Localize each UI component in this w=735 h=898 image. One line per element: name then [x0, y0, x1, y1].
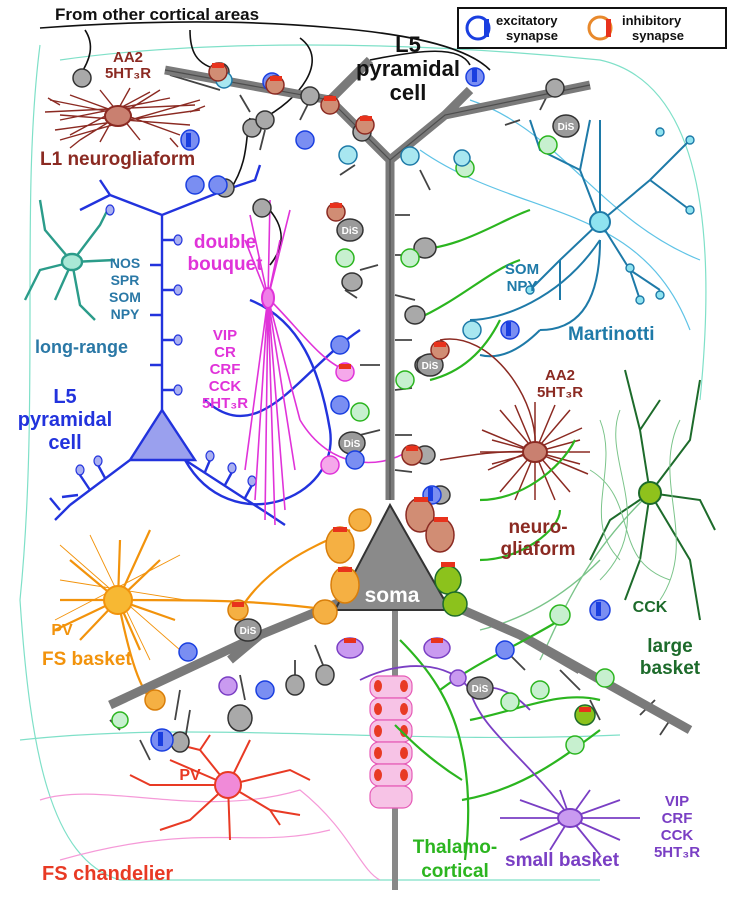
long-range-marker: SOM [109, 289, 141, 305]
small-basket-marker: CCK [661, 827, 694, 844]
fs-basket-label: FS basket [42, 649, 132, 670]
legend-excitatory-line2: synapse [506, 28, 558, 43]
martinotti-cell [469, 119, 695, 358]
long-range-marker: NOS [110, 255, 140, 271]
synapse-boutons [72, 62, 615, 755]
dis-label: DiS [558, 122, 575, 133]
long-range-markers: NOS SPR SOM NPY [109, 255, 141, 322]
labels: From other cortical areas excitatory syn… [18, 5, 727, 885]
main-cell-label-line1: L5 [395, 32, 421, 57]
dis-label: DiS [344, 439, 361, 450]
thalamocortical-label-line2: cortical [421, 861, 489, 882]
inhibitory-synapse-icon [587, 15, 613, 41]
fs-chandelier-label: FS chandelier [42, 863, 173, 885]
large-basket-marker: CCK [633, 599, 668, 616]
neurogliaform-label-line1: neuro- [508, 517, 567, 538]
fs-chandelier-marker: PV [179, 767, 201, 784]
legend-inhibitory-line1: inhibitory [622, 13, 682, 28]
from-other-cortical-areas-label: From other cortical areas [55, 5, 259, 24]
left-pyramidal-spines [75, 204, 257, 487]
long-range-label: long-range [35, 337, 128, 357]
double-bouquet-marker: VIP [213, 327, 237, 344]
double-bouquet-label-line1: double [194, 232, 256, 253]
double-bouquet-markers: VIP CR CRF CCK 5HT₃R [202, 327, 248, 412]
fs-basket-marker: PV [51, 622, 73, 639]
l1-neurogliaform-cell [44, 87, 206, 149]
double-bouquet-marker: CR [214, 344, 236, 361]
thalamocortical-axon [394, 208, 601, 861]
dis-label: DiS [342, 226, 359, 237]
dis-label: DiS [472, 684, 489, 695]
thalamocortical-label-line1: Thalamo- [413, 837, 497, 858]
main-cell-label-line2: pyramidal [356, 56, 460, 81]
large-basket-label-line1: large [647, 636, 692, 657]
legend-inhibitory-line2: synapse [632, 28, 684, 43]
chandelier-cell [129, 675, 413, 841]
l1-neurogliaform-label: L1 neurogliaform [40, 149, 195, 170]
martinotti-marker-som: SOM [505, 261, 539, 278]
neurogliaform-marker-5ht3r: 5HT₃R [537, 384, 583, 401]
legend-excitatory-line1: excitatory [496, 13, 558, 28]
dis-label: DiS [240, 626, 257, 637]
left-pyramidal-label-line2: pyramidal [18, 409, 112, 431]
double-bouquet-marker: CCK [209, 378, 242, 395]
soma-label: soma [365, 584, 420, 607]
long-range-marker: NPY [111, 306, 140, 322]
small-basket-label: small basket [505, 850, 620, 871]
double-bouquet-cell [244, 199, 411, 526]
long-range-cell [23, 199, 116, 321]
martinotti-label: Martinotti [568, 324, 655, 345]
left-pyramidal-label-line1: L5 [53, 386, 76, 408]
martinotti-marker-npy: NPY [507, 278, 538, 295]
neurogliaform-marker-aa2: AA2 [545, 367, 575, 384]
neurogliaform-label-line2: gliaform [501, 539, 576, 560]
small-basket-marker: 5HT₃R [654, 844, 700, 861]
long-range-marker: SPR [111, 272, 140, 288]
main-cell-label-line3: cell [390, 80, 427, 105]
double-bouquet-label-line2: bouquet [188, 254, 264, 275]
dis-labels: DiS DiS DiS DiS DiS DiS [240, 122, 575, 695]
l1-neurogliaform-marker-5ht3r: 5HT₃R [105, 65, 151, 82]
fs-basket-cell [54, 529, 351, 706]
double-bouquet-marker: 5HT₃R [202, 395, 248, 412]
cortical-input-axons [39, 21, 491, 266]
small-basket-markers: VIP CRF CCK 5HT₃R [654, 793, 700, 861]
excitatory-synapse-icon [465, 15, 491, 41]
neurogliaform-cell [439, 338, 590, 501]
dis-label: DiS [422, 361, 439, 372]
small-basket-marker: CRF [662, 810, 693, 827]
legend: excitatory synapse inhibitory synapse [457, 7, 727, 49]
large-basket-label-line2: basket [640, 658, 701, 679]
small-basket-marker: VIP [665, 793, 689, 810]
l1-neurogliaform-marker-aa2: AA2 [113, 49, 143, 66]
double-bouquet-marker: CRF [210, 361, 241, 378]
left-pyramidal-label-line3: cell [48, 432, 81, 454]
